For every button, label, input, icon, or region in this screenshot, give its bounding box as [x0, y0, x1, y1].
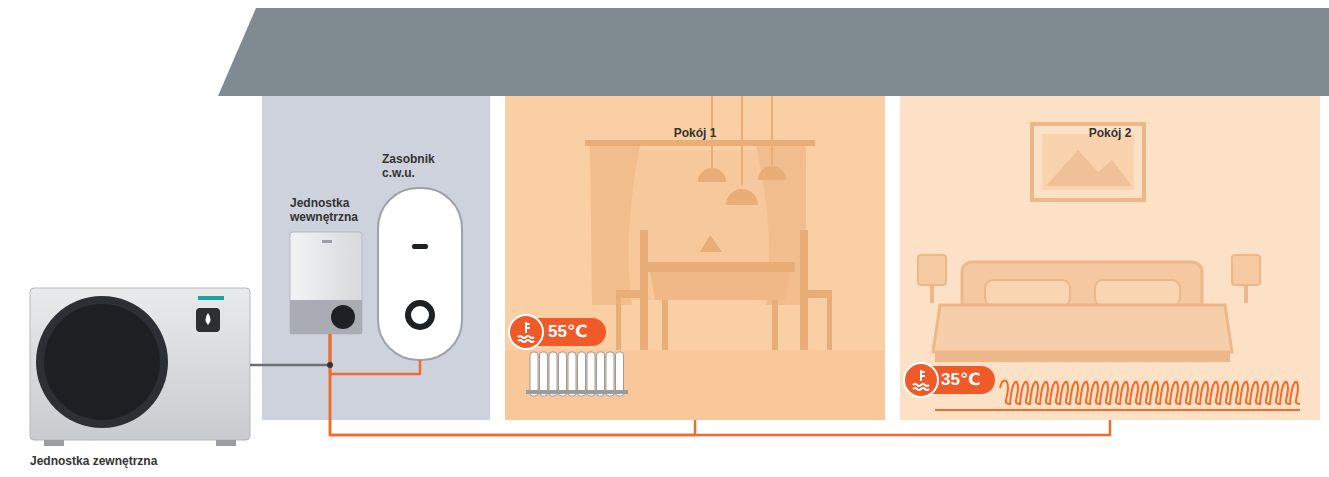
indoor-unit: Jednostka wewnętrzna [290, 232, 362, 334]
dhw-tank-drawing [378, 188, 462, 360]
indoor-unit-drawing [290, 232, 362, 334]
node-label: Zasobnik c.w.u. [382, 152, 462, 180]
dhw-tank: Zasobnik c.w.u. [378, 188, 462, 360]
thermometer-icon [904, 363, 938, 397]
temperature-label: 35℃ [941, 370, 981, 390]
pipe [330, 334, 420, 374]
dining-decor [505, 96, 885, 420]
junction [327, 362, 333, 368]
utility-room [262, 96, 490, 420]
room-1-ground [505, 96, 885, 420]
pipe [330, 334, 695, 435]
radiator [526, 352, 628, 396]
roof [218, 8, 1329, 96]
node-label: Jednostka wewnętrzna [290, 196, 380, 224]
thermometer-symbol [518, 322, 534, 342]
thermometer-icon [509, 315, 543, 349]
room-2-ground [900, 96, 1320, 420]
bedroom-decor [918, 124, 1260, 362]
temperature-label: 55℃ [548, 322, 588, 342]
node-label: Jednostka zewnętrzna [30, 454, 250, 468]
room: Pokój 1 [505, 96, 885, 420]
pipe [250, 334, 330, 365]
outdoor-unit: Jednostka zewnętrzna [30, 288, 250, 440]
node-label: Pokój 2 [900, 126, 1320, 140]
outdoor-unit-drawing [30, 288, 250, 446]
node-label: Pokój 1 [505, 126, 885, 140]
pipe [330, 334, 1110, 435]
thermometer-symbol [913, 370, 929, 390]
